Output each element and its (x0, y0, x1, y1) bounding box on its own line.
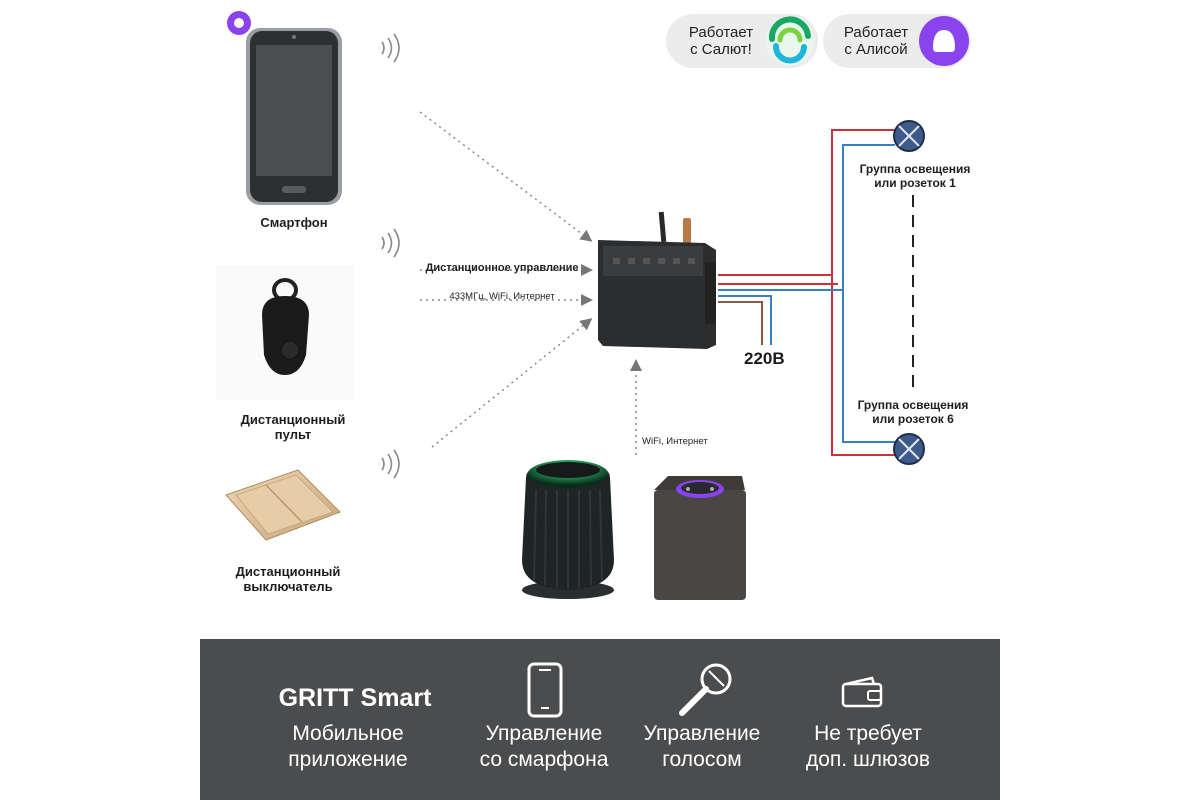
group6-label-line1: Группа освещения (857, 398, 969, 412)
feature-voice-line2: голосом (662, 748, 742, 771)
smart-speaker-alice (654, 476, 746, 600)
feature-gateway-line1: Не требует (814, 722, 922, 745)
diagram-canvas (216, 11, 925, 600)
alice-badge: Работает с Алисой (823, 14, 971, 68)
switch-label: Дистанционный выключатель (213, 564, 363, 594)
brand-name: GRITT Smart (278, 684, 432, 712)
alice-icon (919, 16, 969, 66)
alice-badge-line2: с Алисой (844, 41, 908, 58)
wallet-icon (841, 676, 883, 708)
smartphone-image (246, 28, 342, 205)
lamp-icon (893, 433, 925, 465)
wifi-signal-icon (381, 228, 400, 258)
group1-label-line1: Группа освещения (859, 162, 971, 176)
smartphone-icon (527, 662, 563, 718)
group6-label-line2: или розеток 6 (872, 412, 954, 426)
feature-gateway: Не требует доп. шлюзов (784, 721, 952, 773)
feature-app: Мобильное приложение (260, 721, 436, 773)
group1-label-line2: или розеток 1 (874, 176, 956, 190)
salut-badge-line1: Работает (688, 24, 754, 41)
relay-controller (598, 211, 716, 349)
salut-icon (766, 16, 814, 65)
feature-gateway-line2: доп. шлюзов (805, 748, 931, 771)
remote-fob-image (216, 265, 354, 400)
feature-voice: Управление голосом (628, 721, 776, 773)
switch-label-line2: выключатель (243, 579, 333, 594)
protocols-label: 433МГц, WiFi, Интернет (449, 291, 555, 302)
remote-label: Дистанционный пульт (218, 412, 368, 442)
lamp-icon (893, 120, 925, 152)
remote-control-label: Дистанционное управление (425, 262, 579, 274)
wifi-signal-icon (381, 33, 400, 63)
group6-label: Группа освещения или розеток 6 (838, 398, 988, 426)
signal-arrows (419, 111, 642, 455)
voltage-label: 220В (744, 349, 785, 368)
microphone-icon (679, 663, 732, 716)
switch-label-line1: Дистанционный (235, 564, 341, 579)
group1-label: Группа освещения или розеток 1 (840, 162, 990, 190)
feature-phone-line1: Управление (485, 722, 603, 745)
wifi-signal-icon (381, 449, 400, 479)
feature-voice-line1: Управление (643, 722, 761, 745)
feature-phone: Управление со смарфона (468, 721, 620, 773)
smartphone-label: Смартфон (260, 215, 328, 230)
smart-speaker-salut (522, 460, 614, 599)
feature-app-line1: Мобильное (292, 722, 404, 745)
remote-label-line2: пульт (274, 427, 312, 442)
salut-badge: Работает с Салют! (666, 14, 818, 68)
features-footer: GRITT Smart Мобильное приложение Управле… (200, 639, 1000, 800)
alice-icon (227, 11, 251, 35)
wifi-internet-label: WiFi, Интернет (642, 436, 708, 447)
salut-badge-line2: с Салют! (690, 41, 752, 58)
alice-badge-line1: Работает (843, 24, 909, 41)
feature-app-line2: приложение (288, 748, 408, 771)
wiring (718, 129, 914, 456)
remote-label-line1: Дистанционный (240, 412, 346, 427)
wall-switch-image (225, 469, 341, 541)
feature-phone-line2: со смарфона (479, 748, 609, 771)
